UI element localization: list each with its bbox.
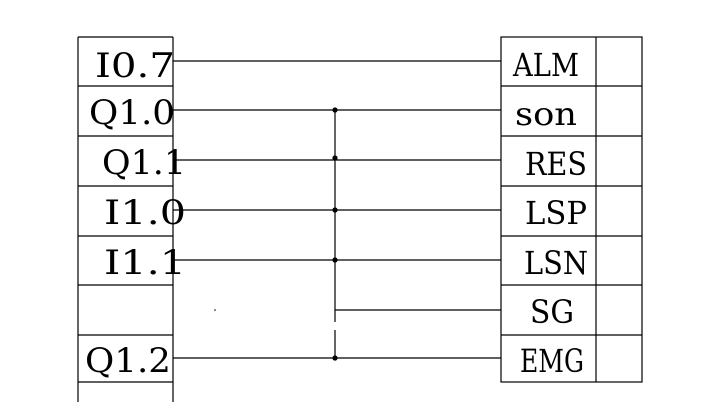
- driver-terminal-block: ALM son RES LSP LSN SG EMG: [500, 36, 643, 383]
- plc-terminal-label: Q1.2: [85, 341, 171, 381]
- driver-terminal-label: LSN: [524, 244, 588, 282]
- driver-terminal-label: SG: [530, 293, 574, 331]
- junction-dot: [332, 107, 338, 113]
- stray-dot: [214, 309, 216, 311]
- junction-dot: [332, 355, 338, 361]
- plc-terminal-label: Q1.1: [102, 143, 186, 183]
- plc-terminal-label: Q1.0: [89, 93, 175, 133]
- driver-terminal-label: ALM: [512, 46, 579, 84]
- driver-terminal-label: LSP: [525, 194, 587, 232]
- common-bus: [214, 107, 338, 361]
- driver-terminal-label: EMG: [520, 342, 584, 380]
- junction-dot: [332, 207, 338, 213]
- plc-terminal-label: I1.0: [104, 193, 186, 233]
- driver-terminal-label: son: [515, 95, 577, 133]
- plc-terminal-block: I0.7 Q1.0 Q1.1 I1.0 I1.1 Q1.2: [77, 36, 186, 402]
- plc-terminal-label: I1.1: [104, 243, 186, 283]
- junction-dot: [332, 155, 338, 161]
- junction-dot: [332, 257, 338, 263]
- driver-terminal-label: RES: [525, 145, 587, 183]
- plc-terminal-label: I0.7: [95, 46, 175, 86]
